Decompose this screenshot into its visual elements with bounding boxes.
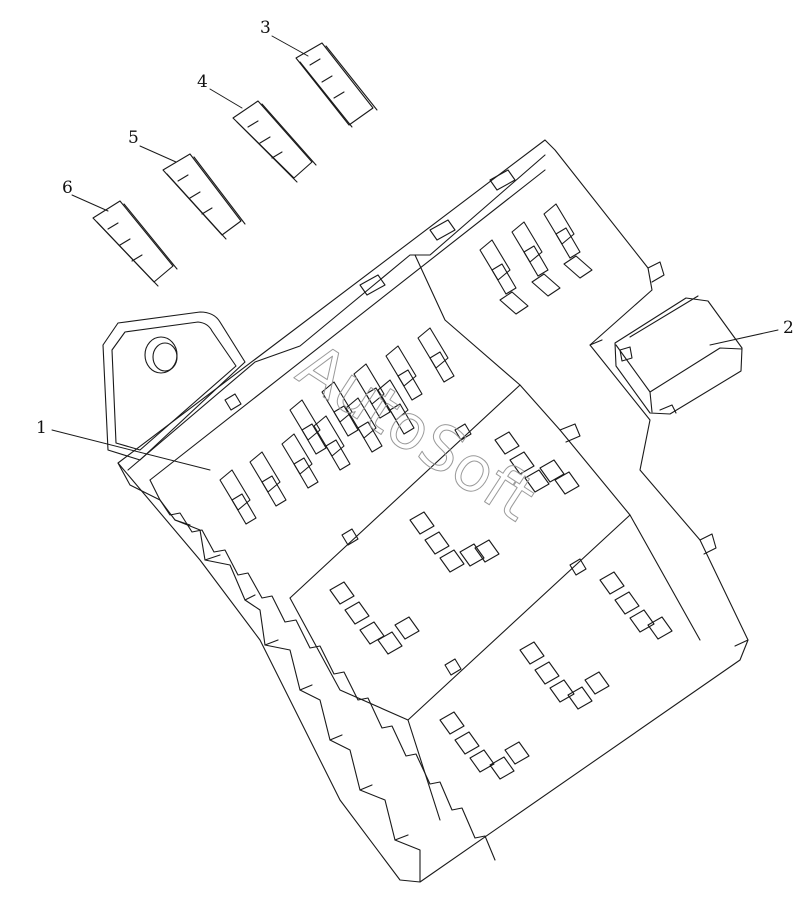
compartment-divider (414, 254, 521, 386)
callout-5: 5 (128, 128, 139, 148)
leader-line-4 (209, 88, 243, 109)
callout-2: 2 (783, 318, 794, 338)
fuse-holder-6 (92, 200, 178, 287)
callout-1: 1 (36, 418, 47, 438)
leader-line-1 (51, 429, 211, 471)
fuse-holder-3 (295, 42, 378, 128)
leader-line-6 (71, 194, 109, 212)
mounting-bracket (102, 311, 246, 461)
fuse-relay-box (102, 139, 749, 883)
relay-sockets (329, 431, 673, 780)
box-outline (117, 139, 749, 883)
leader-lines (51, 35, 779, 471)
fuse-slot-row-top-right (479, 203, 593, 315)
fuse-slot-row-upper (219, 327, 455, 525)
fuse-holder-4 (232, 100, 317, 183)
callout-3: 3 (260, 18, 271, 38)
fuse-holder-5 (162, 153, 246, 240)
connector-edge (117, 462, 421, 883)
callout-4: 4 (197, 72, 208, 92)
leader-line-2 (709, 329, 779, 346)
callout-6: 6 (62, 178, 73, 198)
leader-line-3 (271, 35, 309, 57)
relay (614, 295, 743, 415)
leader-line-5 (139, 145, 177, 163)
